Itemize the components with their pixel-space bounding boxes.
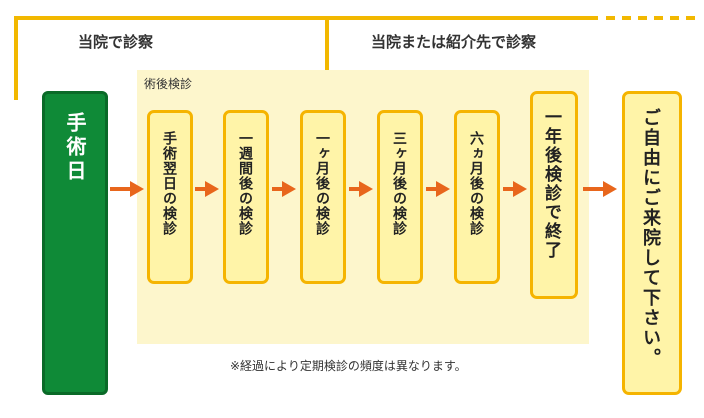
post-surgery-panel bbox=[137, 70, 589, 344]
panel-title: 術後検診 bbox=[144, 77, 193, 91]
arrow-icon bbox=[195, 181, 219, 197]
final-label: ご自由にご来院して下さい。 bbox=[640, 108, 661, 368]
step-label: 三ヶ月後の検診 bbox=[391, 131, 407, 236]
step-box: 六ヵ月後の検診 bbox=[454, 110, 500, 284]
arrow-icon bbox=[503, 181, 527, 197]
bracket-dash bbox=[670, 16, 679, 20]
arrow-icon bbox=[272, 181, 296, 197]
bracket-dash bbox=[638, 16, 647, 20]
step-label: 手術翌日の検診 bbox=[161, 131, 177, 236]
arrow-icon bbox=[583, 181, 617, 197]
step-label: 一年後検診で終了 bbox=[541, 108, 561, 260]
bracket-left-vertical bbox=[14, 16, 18, 100]
bracket-dash bbox=[622, 16, 631, 20]
step-label: 一ヶ月後の検診 bbox=[314, 131, 330, 236]
final-box: ご自由にご来院して下さい。 bbox=[622, 91, 682, 395]
own-clinic-label: 当院で診察 bbox=[78, 33, 154, 51]
bracket-top-line-right bbox=[325, 16, 598, 20]
step-label: 一週間後の検診 bbox=[237, 131, 253, 236]
footnote: ※経過により定期検診の頻度は異なります。 bbox=[230, 359, 467, 373]
step-box: 一ヶ月後の検診 bbox=[300, 110, 346, 284]
bracket-dash bbox=[606, 16, 615, 20]
surgery-day-box: 手術日 bbox=[42, 91, 108, 395]
arrow-icon bbox=[349, 181, 373, 197]
step-label: 六ヵ月後の検診 bbox=[468, 131, 484, 236]
step-box: 三ヶ月後の検診 bbox=[377, 110, 423, 284]
surgery-day-label: 手術日 bbox=[63, 112, 87, 184]
step-box: 一年後検診で終了 bbox=[530, 91, 578, 299]
own-or-referral-label: 当院または紹介先で診察 bbox=[371, 33, 537, 51]
bracket-top-line-left bbox=[14, 16, 328, 20]
bracket-dash bbox=[686, 16, 695, 20]
step-box: 一週間後の検診 bbox=[223, 110, 269, 284]
step-box: 手術翌日の検診 bbox=[147, 110, 193, 284]
arrow-icon bbox=[426, 181, 450, 197]
bracket-dash bbox=[654, 16, 663, 20]
bracket-middle-vertical bbox=[325, 16, 329, 100]
arrow-icon bbox=[110, 181, 144, 197]
